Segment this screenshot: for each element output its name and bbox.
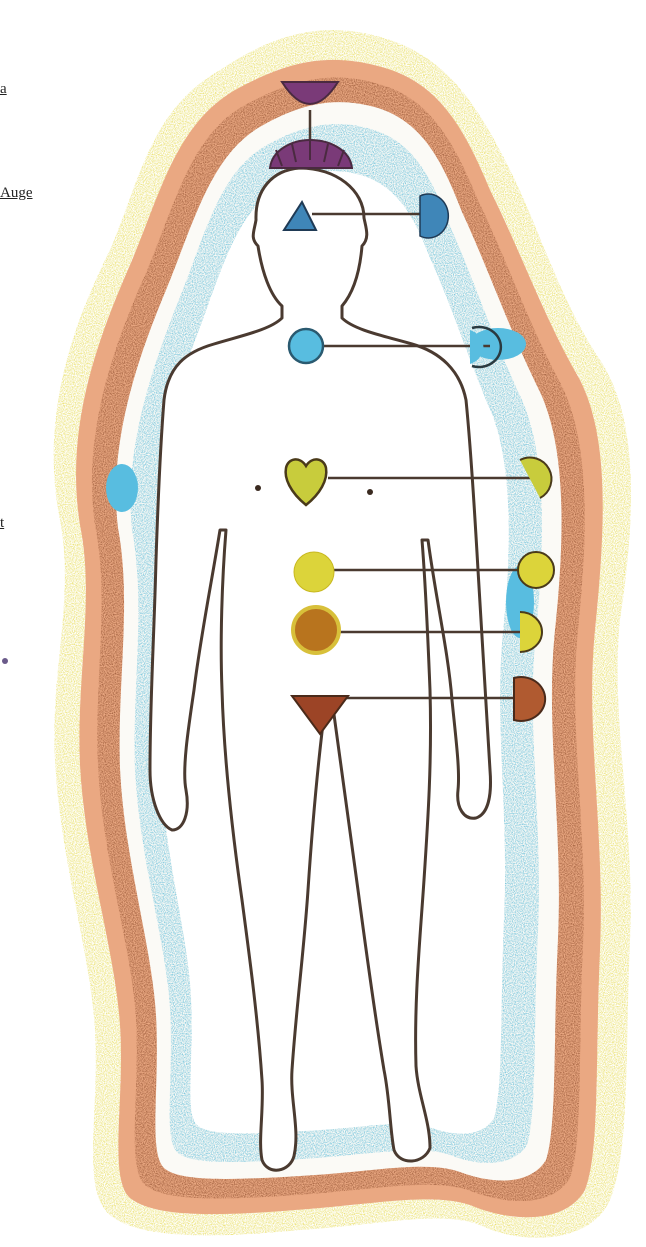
heart-dot-left — [255, 485, 261, 491]
solar-plexus-circle-icon — [294, 552, 334, 592]
stray-ink-dot — [2, 658, 8, 664]
sacral-circle-icon — [293, 607, 339, 653]
solar-side-disc-icon — [518, 552, 554, 588]
edge-label-auge: Auge — [0, 186, 33, 201]
heart-dot-right — [367, 489, 373, 495]
throat-circle-icon — [289, 329, 323, 363]
edge-label-a: a — [0, 82, 7, 97]
edge-label-t: t — [0, 516, 4, 531]
blue-accent-left-shoulder — [106, 464, 138, 512]
